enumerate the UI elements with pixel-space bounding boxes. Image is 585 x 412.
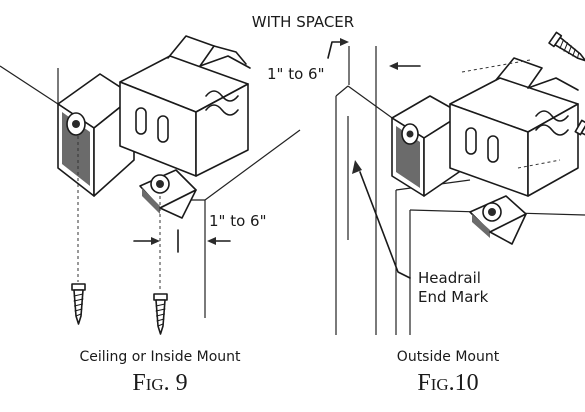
- diagram-title: WITH SPACER: [252, 13, 354, 31]
- fig9-figure-label: Fig. 9: [132, 370, 187, 396]
- fig9-dimension-label: 1" to 6": [209, 212, 266, 230]
- fig9-caption: Ceiling or Inside Mount: [79, 349, 241, 365]
- fig9-screw-right-icon: [153, 293, 168, 335]
- fig10-dimension-label: 1" to 6": [267, 65, 324, 83]
- fig9-panel: 1" to 6" Ceiling or Inside Mount Fig. 9: [0, 35, 301, 396]
- fig10-caption: Outside Mount: [397, 349, 500, 365]
- fig10-callout-leader: [352, 160, 411, 279]
- fig9-dimension-arrow-icon: [133, 229, 231, 253]
- fig9-mounting-bracket: [119, 35, 251, 219]
- fig9-wall-outline: [0, 65, 301, 318]
- fig10-screw-top-icon: [548, 31, 585, 62]
- fig10-callout-line2: End Mark: [418, 288, 489, 306]
- fig10-figure-label: Fig.10: [417, 370, 478, 396]
- fig10-screw-guide-bottom: [517, 159, 561, 169]
- fig10-screw-bottom-icon: [574, 119, 585, 147]
- fig9-screw-left-icon: [71, 283, 86, 325]
- fig10-dimension-arrow-icon: [327, 38, 421, 70]
- fig10-screw-guide-top: [461, 59, 531, 73]
- fig10-wall-outline: [335, 46, 585, 335]
- fig10-mounting-bracket: [449, 57, 579, 245]
- fig10-callout-line1: Headrail: [418, 269, 481, 287]
- fig10-panel: 1" to 6" Headrail End Mark Outside Mount…: [267, 31, 585, 396]
